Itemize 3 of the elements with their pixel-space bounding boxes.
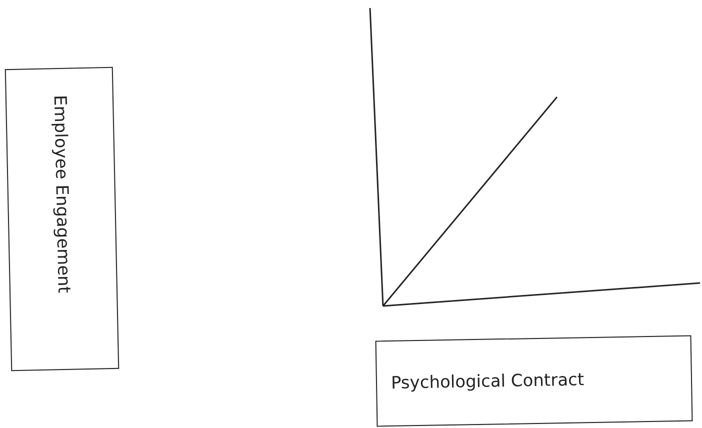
axis-title: Psychological Contract <box>390 370 584 394</box>
label-box <box>375 335 693 427</box>
axis-title: Employee Engagement <box>49 94 74 294</box>
